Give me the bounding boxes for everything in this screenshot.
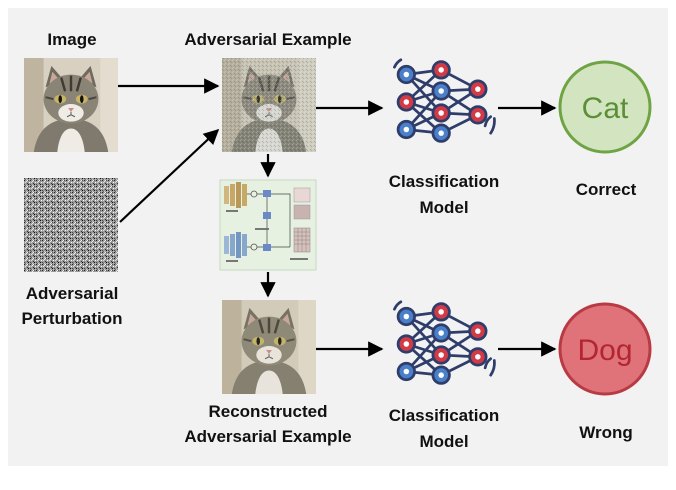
classification-model-bottom-label-line1: Classification <box>388 406 500 425</box>
image-label: Image <box>47 30 97 49</box>
reconstructed-label-line2: Adversarial Example <box>184 427 352 446</box>
output-dog-label: Dog <box>577 334 632 367</box>
classification-model-top-label-line1: Classification <box>388 172 500 191</box>
adversarial-example-label: Adversarial Example <box>184 30 352 49</box>
adversarial-perturbation-label-line1: Adversarial <box>25 284 119 303</box>
output-cat-circle: Cat <box>558 60 652 154</box>
classification-model-bottom-label-line2: Model <box>419 432 469 451</box>
output-dog-circle: Dog <box>558 302 652 396</box>
adversarial-example-image <box>222 58 316 152</box>
correct-label: Correct <box>575 180 637 199</box>
reconstructed-example-image <box>222 300 316 394</box>
architecture-diagram-thumbnail <box>219 179 317 271</box>
adversarial-perturbation-label-line2: Perturbation <box>21 309 123 328</box>
wrong-label: Wrong <box>579 423 633 442</box>
reconstructed-label-line1: Reconstructed <box>208 402 328 421</box>
classification-model-top-label-line2: Model <box>419 198 469 217</box>
output-cat-label: Cat <box>582 92 629 125</box>
arrow-noise-to-adv <box>119 128 220 223</box>
flow-arrows <box>118 78 557 357</box>
cat-photo <box>24 58 118 152</box>
noise-image <box>24 178 118 272</box>
neural-network-icon-top <box>393 58 496 143</box>
neural-network-icon-bottom <box>393 300 496 385</box>
